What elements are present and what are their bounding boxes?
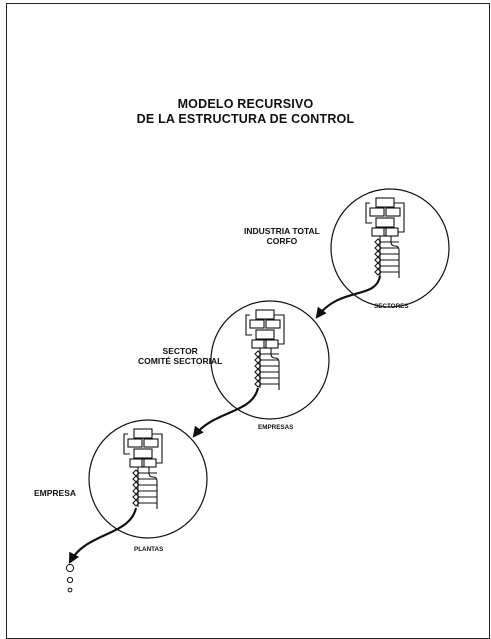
level-3-circle <box>88 419 208 539</box>
continuation-dot-3 <box>67 587 73 593</box>
system-4b-box <box>385 207 401 217</box>
operational-unit-6 <box>374 268 382 276</box>
level-1-label-line-2: CORFO <box>266 236 298 246</box>
system-3-box <box>133 448 153 459</box>
operational-unit-6 <box>132 499 140 507</box>
system-5-box <box>255 309 275 320</box>
operational-unit-3 <box>374 250 382 258</box>
diagram-title-line-2: DE LA ESTRUCTURA DE CONTROL <box>136 112 355 126</box>
left-loop <box>365 202 372 224</box>
operational-unit-6 <box>254 380 262 388</box>
system-2b-box <box>141 458 157 468</box>
right-loop <box>152 433 163 464</box>
left-loop <box>245 314 252 336</box>
level-1-label-line-1: INDUSTRIA TOTAL <box>244 226 320 236</box>
diagram-title-line-1: MODELO RECURSIVO <box>177 97 314 111</box>
recursion-arrow-3 <box>68 507 138 564</box>
right-loop <box>274 314 285 345</box>
system-4b-box <box>143 438 159 448</box>
system-4-box <box>369 207 385 217</box>
level-2-label-line-1: SECTOR <box>162 346 198 356</box>
system-2-box <box>129 458 145 468</box>
operational-unit-1 <box>132 469 140 477</box>
system-4-box <box>249 319 265 329</box>
level-3-structure <box>123 428 163 509</box>
level-2-sublabel: EMPRESAS <box>258 424 294 431</box>
system-3-box <box>255 329 275 340</box>
left-loop <box>123 433 130 455</box>
level-1-structure <box>365 197 405 278</box>
operational-unit-4 <box>254 368 262 376</box>
system-2-box <box>371 227 387 237</box>
level-3-label: EMPRESA <box>34 488 76 498</box>
system-2b-box <box>383 227 399 237</box>
continuation-dot-1 <box>65 563 75 573</box>
operational-unit-4 <box>132 487 140 495</box>
environment-channel <box>148 467 158 509</box>
level-1-label: INDUSTRIA TOTAL CORFO <box>244 226 320 246</box>
environment-channel <box>270 348 280 390</box>
recursion-arrow-1 <box>315 275 382 319</box>
level-2-structure <box>245 309 285 390</box>
level-1-circle <box>330 188 450 308</box>
level-3-label-line-1: EMPRESA <box>34 488 77 498</box>
system-4-box <box>127 438 143 448</box>
system-4b-box <box>265 319 281 329</box>
operational-unit-1 <box>374 238 382 246</box>
continuation-dot-2 <box>66 576 74 584</box>
level-2-circle <box>210 300 330 420</box>
right-loop <box>394 202 405 233</box>
level-2-label-line-2: COMITÉ SECTORIAL <box>138 356 223 366</box>
level-3-sublabel: PLANTAS <box>134 546 164 553</box>
system-2b-box <box>263 339 279 349</box>
operational-unit-5 <box>132 493 140 501</box>
system-5-box <box>375 197 395 208</box>
system-3-box <box>375 217 395 228</box>
operational-unit-4 <box>374 256 382 264</box>
operational-unit-5 <box>254 374 262 382</box>
operational-unit-2 <box>254 356 262 364</box>
operational-unit-2 <box>374 244 382 252</box>
operational-unit-5 <box>374 262 382 270</box>
operational-unit-1 <box>254 350 262 358</box>
recursion-arrow-2 <box>192 387 260 438</box>
operational-unit-3 <box>132 481 140 489</box>
operational-unit-2 <box>132 475 140 483</box>
system-2-box <box>251 339 267 349</box>
level-2-label: SECTOR COMITÉ SECTORIAL <box>138 346 222 366</box>
level-1-sublabel: SECTORES <box>374 303 409 310</box>
system-5-box <box>133 428 153 439</box>
environment-channel <box>390 236 400 278</box>
operational-unit-3 <box>254 362 262 370</box>
